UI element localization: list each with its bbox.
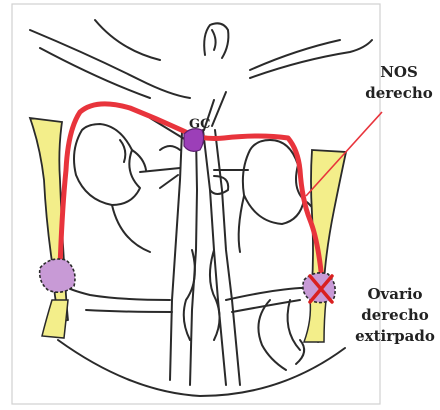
nos-label-line-1: NOS — [361, 62, 437, 83]
ovary-label-line-2: derecho — [350, 305, 440, 326]
gc-label: GC — [189, 117, 210, 132]
nos-label: NOS derecho — [361, 62, 437, 104]
ovary-removed-label: Ovario derecho extirpado — [350, 284, 440, 347]
ovary-label-line-3: extirpado — [350, 326, 440, 347]
ovary-label-line-1: Ovario — [350, 284, 440, 305]
gc-node — [184, 129, 204, 152]
nos-label-line-2: derecho — [361, 83, 437, 104]
